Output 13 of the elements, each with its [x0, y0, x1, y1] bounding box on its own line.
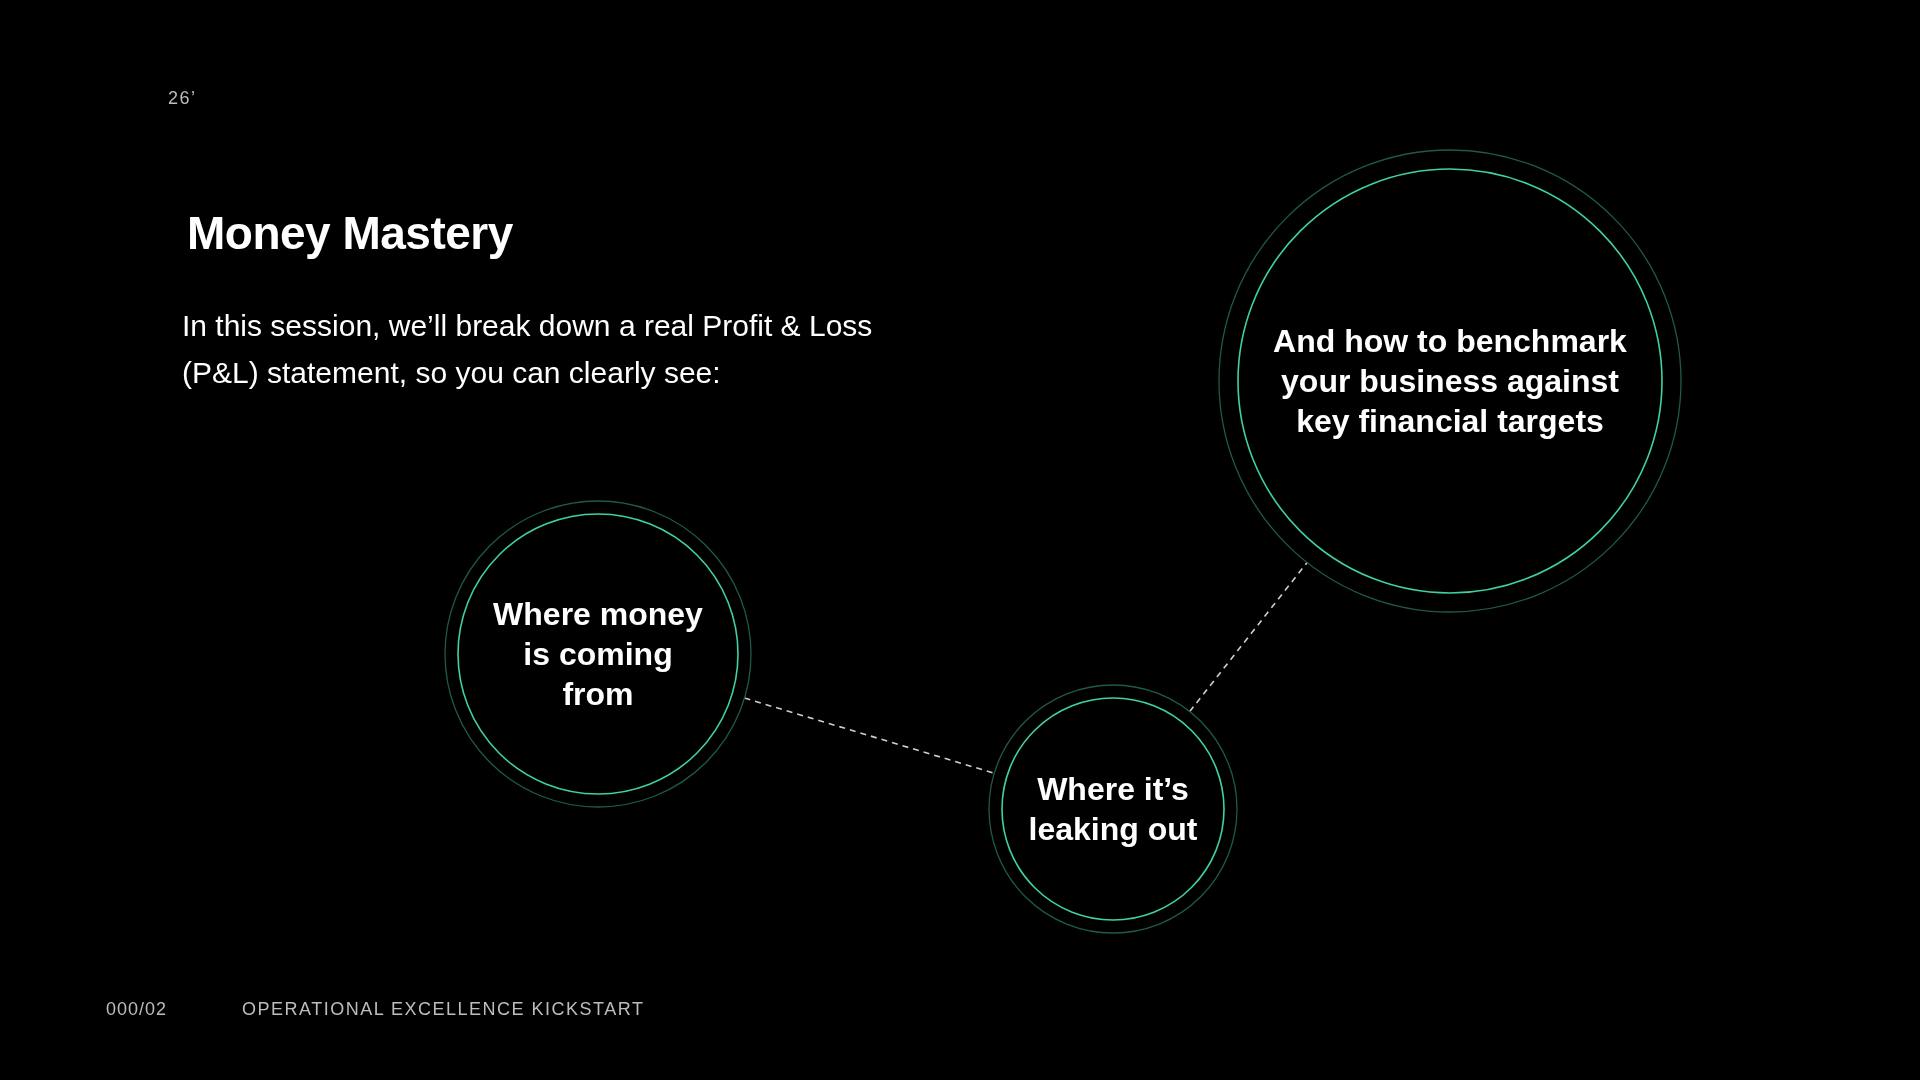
- intro-paragraph: In this session, we’ll break down a real Profit & Loss (P&L) statement, so you can clearly see:: [182, 308, 874, 391]
- node-text: Where it’s leaking out: [1027, 770, 1199, 849]
- circle-node: [444, 500, 752, 808]
- circle-node: [988, 684, 1238, 934]
- title: Money Mastery: [187, 206, 513, 260]
- page-number: 000/02: [106, 999, 169, 1020]
- dashed-connector: [1188, 561, 1308, 713]
- dashed-connector: [743, 697, 996, 775]
- node-text: Where money is coming from: [493, 595, 703, 714]
- header-text: 26’: [168, 88, 198, 109]
- footer-text: OPERATIONAL EXCELLENCE KICKSTART: [242, 999, 646, 1020]
- circle-node: [1218, 149, 1682, 613]
- node-text: And how to benchmark your business against key financial targets: [1272, 322, 1628, 441]
